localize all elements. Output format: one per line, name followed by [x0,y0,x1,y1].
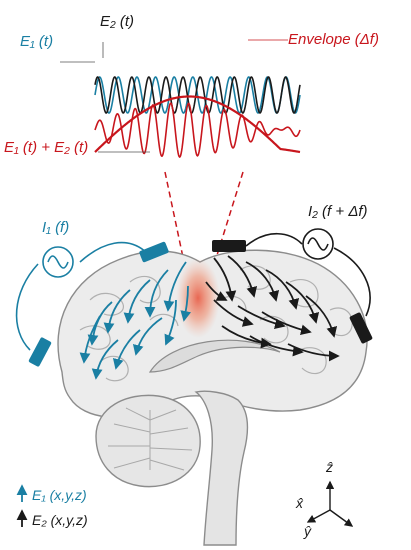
legend-e2-label: E₂ (x,y,z) [32,512,88,528]
field-e1-arrows [79,261,192,380]
envelope-curve [94,95,301,154]
cerebellum [95,394,201,488]
electrode-2a [212,240,246,252]
e1-wave [94,76,301,114]
coordinate-axes [306,480,354,527]
i2-label: I₂ (f + Δf) [308,203,368,220]
electrode-1a [139,241,169,263]
source-circuit-2 [212,228,373,344]
i1-label: I₁ (f) [42,219,70,236]
sum-wave [94,102,301,158]
sum-label: E₁ (t) + E₂ (t) [4,139,89,156]
e2-wave [94,76,301,114]
envelope-label: Envelope (Δf) [288,31,379,48]
interference-hotspot [176,258,220,338]
axis-z-label: ẑ [326,459,333,475]
brainstem [194,390,249,546]
electrode-2b [349,312,373,344]
axis-x-label: x̂ [296,495,303,511]
corpus-callosum [148,339,281,373]
e2-time-label: E₂ (t) [100,13,135,30]
waveform-panel [60,39,301,158]
source-circuit-1 [15,241,169,367]
electrode-1b [28,337,52,367]
e1-time-label: E₁ (t) [20,33,54,50]
zoom-line-left [164,171,193,301]
legend-e1-label: E₁ (x,y,z) [32,487,87,503]
field-e2-arrows [205,255,340,362]
axis-y-label: ŷ [304,523,311,539]
